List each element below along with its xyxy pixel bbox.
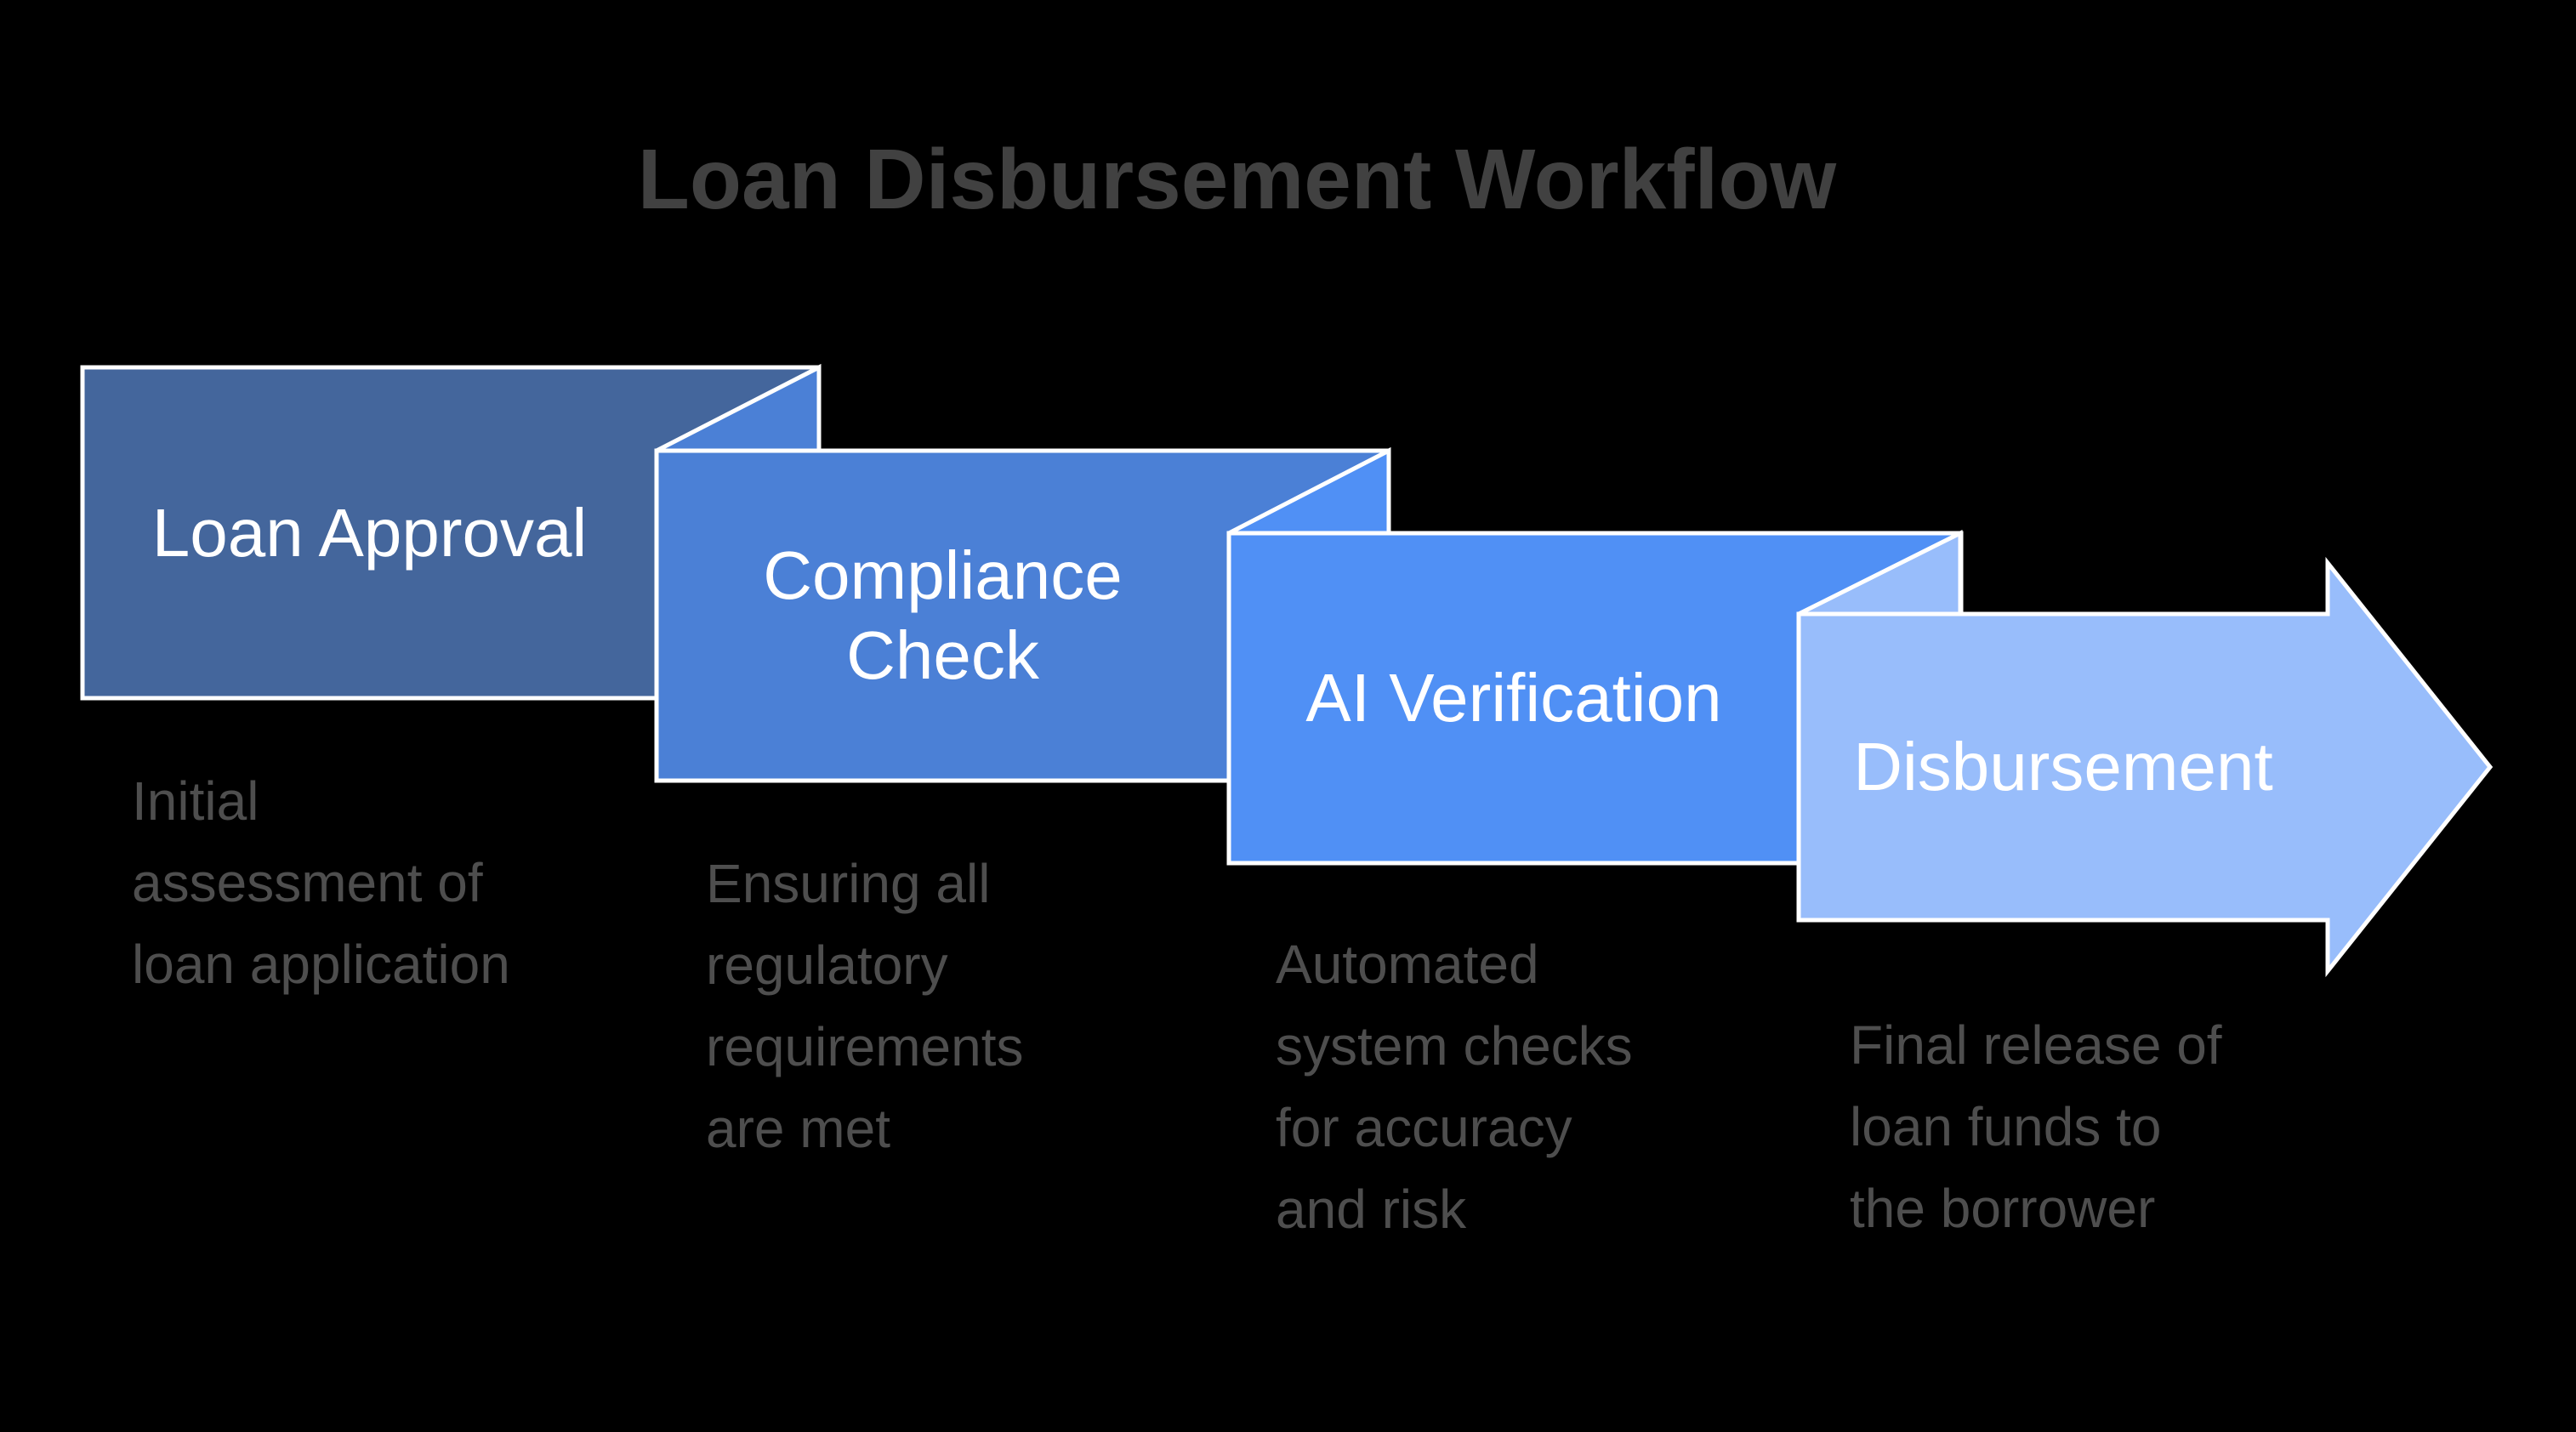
step-4-arrow bbox=[1796, 556, 2494, 978]
step-1-label: Loan Approval bbox=[151, 494, 588, 571]
step-3-label: AI Verification bbox=[1305, 660, 1722, 736]
step-4-description: Final release of loan funds to the borro… bbox=[1850, 1014, 2222, 1239]
step-2-description: Ensuring all regulatory requirements are… bbox=[706, 853, 1024, 1159]
diagram-title: Loan Disbursement Workflow bbox=[637, 132, 1837, 227]
step-2-label: Compliance Check bbox=[763, 537, 1123, 693]
step-3-description: Automated system checks for accuracy and… bbox=[1276, 934, 1633, 1240]
step-1-description: Initial assessment of loan application bbox=[132, 770, 510, 995]
step-4-label: Disbursement bbox=[1853, 729, 2273, 804]
